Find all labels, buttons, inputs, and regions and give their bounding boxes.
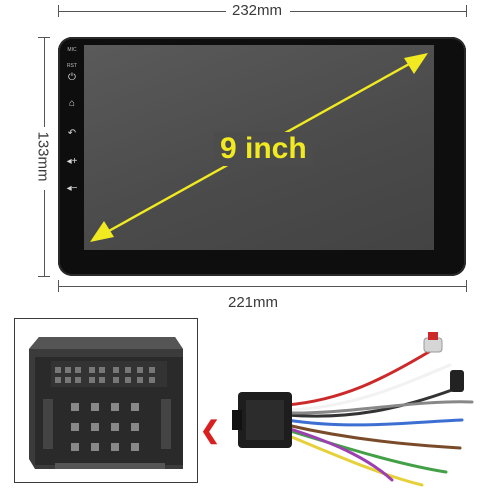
screen-width-tick-left xyxy=(58,280,59,292)
pointer-arrow-icon: ❮ xyxy=(200,417,221,444)
volume-up-icon[interactable]: ◂+ xyxy=(66,156,78,167)
outer-width-line-right xyxy=(290,11,466,12)
outer-height-line-top xyxy=(44,37,45,127)
power-icon[interactable]: ⏻ xyxy=(68,72,76,83)
volume-down-icon[interactable]: ◂− xyxy=(66,183,78,194)
screen-width-tick-right xyxy=(466,280,467,292)
outer-height-line-bottom xyxy=(44,190,45,276)
mic-label: MIC xyxy=(67,47,77,53)
outer-height-tick-bottom xyxy=(38,276,50,277)
rst-label: RST xyxy=(67,63,77,69)
outer-width-tick-left xyxy=(58,5,59,17)
connector-photo-frame xyxy=(14,318,198,483)
outer-width-line xyxy=(58,11,226,12)
home-icon[interactable]: ⌂ xyxy=(68,98,76,109)
screen-size-label: 9 inch xyxy=(214,132,313,166)
outer-width-tick-right xyxy=(466,5,467,17)
outer-height-tick-top xyxy=(38,37,50,38)
outer-width-label: 232mm xyxy=(232,2,283,19)
screen-width-line xyxy=(58,286,466,287)
screen-width-label: 221mm xyxy=(228,294,279,311)
outer-height-label: 133mm xyxy=(34,131,52,182)
vehicle-connector-photo xyxy=(29,337,183,469)
back-icon[interactable]: ↶ xyxy=(67,128,77,139)
wiring-harness-photo xyxy=(232,332,474,487)
